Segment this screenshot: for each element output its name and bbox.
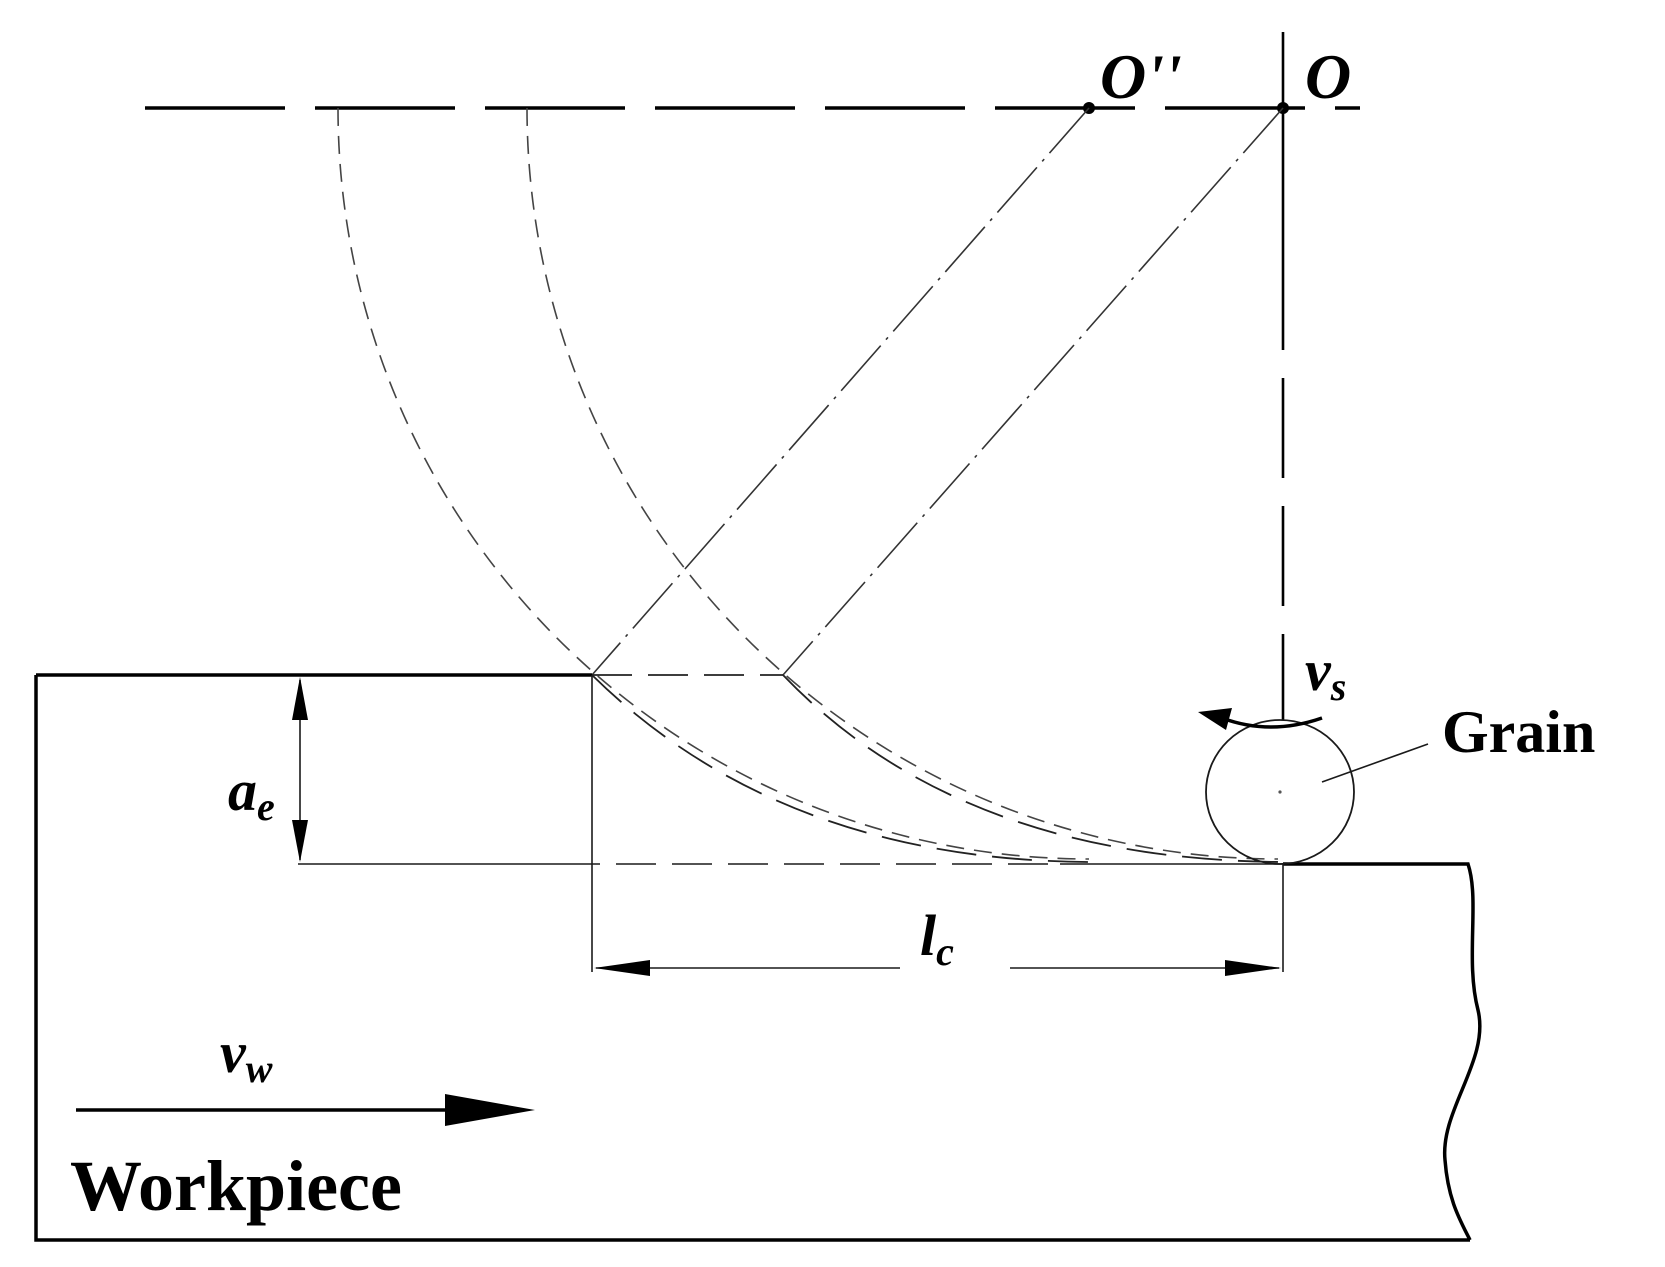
grain-center-dot <box>1278 790 1282 794</box>
depth-arrow-top <box>292 677 308 720</box>
feed-arrow-head <box>445 1094 535 1126</box>
depth-arrow-bottom <box>292 820 308 862</box>
depth-of-cut-label: ae <box>228 758 275 829</box>
contact-length-arrow-left <box>594 960 650 976</box>
cut-path-arc-2 <box>782 674 1284 863</box>
radius-line-o <box>782 107 1284 676</box>
workpiece-outline <box>34 673 1482 1242</box>
cut-path-arc-1 <box>591 674 1090 863</box>
rotation-arrow <box>1221 716 1323 729</box>
wheel-arc-previous <box>337 107 1090 860</box>
grain-circle <box>1205 719 1355 865</box>
workpiece-speed-label: vw <box>220 1020 273 1091</box>
wheel-arc-current <box>526 107 1279 860</box>
grain-label: Grain <box>1442 699 1595 765</box>
grain-leader-line <box>1321 743 1429 783</box>
center-o-double-prime-label: O'' <box>1100 41 1182 112</box>
contact-length-arrow-right <box>1225 960 1281 976</box>
workpiece-label: Workpiece <box>70 1146 402 1226</box>
contact-length-label: lc <box>920 903 954 974</box>
rotation-arrow-head <box>1198 708 1232 730</box>
wheel-speed-label: vs <box>1305 638 1346 709</box>
center-o-label: O <box>1305 41 1351 112</box>
radius-line-o-double-prime <box>591 107 1090 676</box>
